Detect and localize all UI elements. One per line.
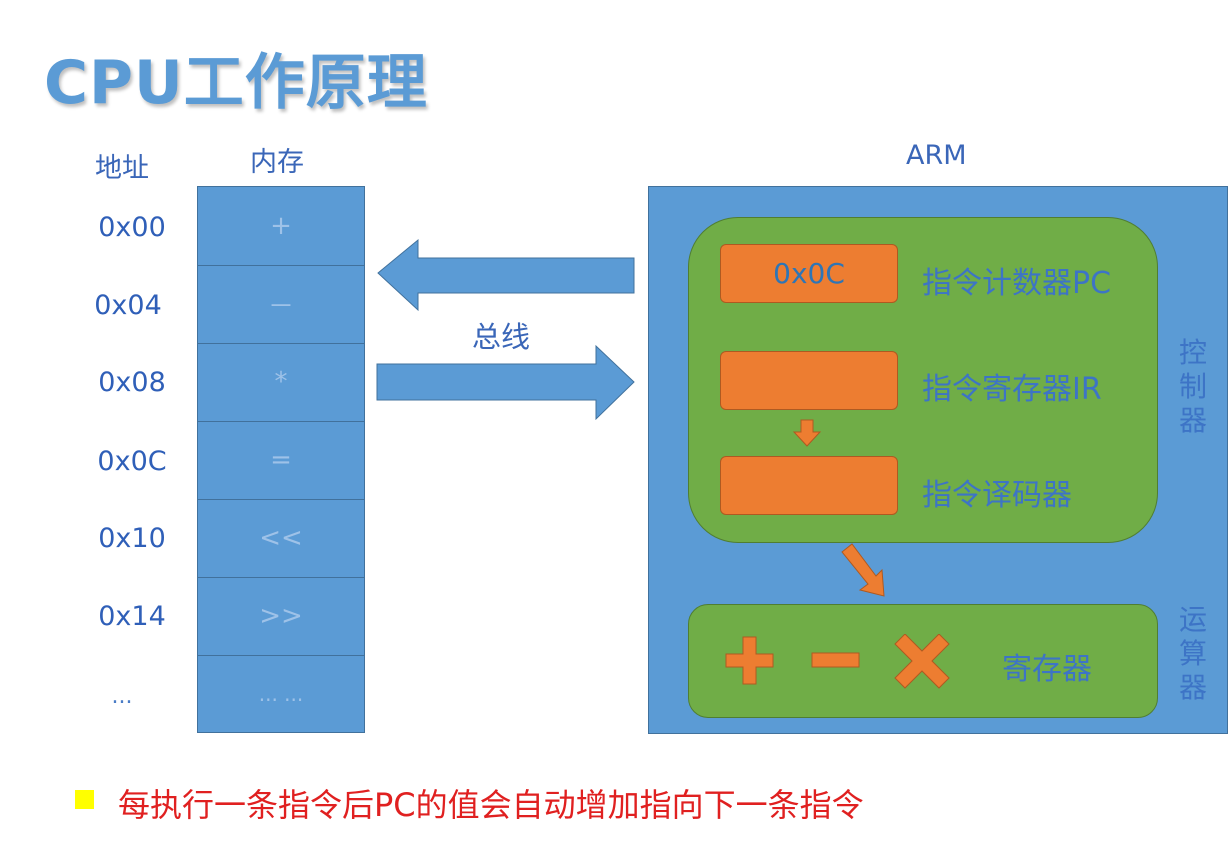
arm-header: ARM [906,140,967,171]
ir-register-label: 指令寄存器IR [922,372,1102,407]
address-label: 0x0C [97,446,167,477]
address-label: 0x14 [98,601,166,632]
diagonal-arrow-icon [841,543,885,597]
address-label: ... [111,684,133,709]
alu-operation-icons [725,634,950,689]
instruction-decoder [720,456,898,515]
memory-cell: ... ... [258,682,304,706]
memory-cell: + [198,187,364,266]
memory-cell: = [198,421,364,500]
memory-column: + － * = << >> ... ... [197,186,365,733]
times-icon [894,634,950,689]
bus-arrow-right [376,344,635,421]
alu-label: 运算器 [1178,603,1207,704]
address-label: 0x00 [98,212,166,243]
memory-header: 内存 [250,147,304,178]
plus-icon [725,636,774,685]
memory-cell: << [198,499,364,578]
address-header: 地址 [95,153,149,184]
page-title: CPU工作原理 [44,48,428,118]
note-text: 每执行一条指令后PC的值会自动增加指向下一条指令 [118,786,864,824]
pc-register: 0x0C [720,244,898,303]
control-unit-label: 控制器 [1178,336,1207,437]
down-arrow-icon [792,419,822,447]
bus-arrow-left [377,238,635,312]
memory-cell: － [198,265,364,344]
address-label: 0x10 [98,523,166,554]
memory-cell: * [198,343,364,422]
ir-register [720,351,898,410]
minus-icon [811,652,860,668]
bullet-icon [75,790,94,809]
bus-arrows [376,238,635,421]
address-label: 0x08 [98,367,166,398]
pc-register-label: 指令计数器PC [922,266,1112,301]
bus-label: 总线 [472,320,531,354]
address-label: 0x04 [94,290,162,321]
alu-register-label: 寄存器 [1002,652,1092,687]
instruction-decoder-label: 指令译码器 [922,478,1072,513]
memory-cell: >> [198,577,364,656]
